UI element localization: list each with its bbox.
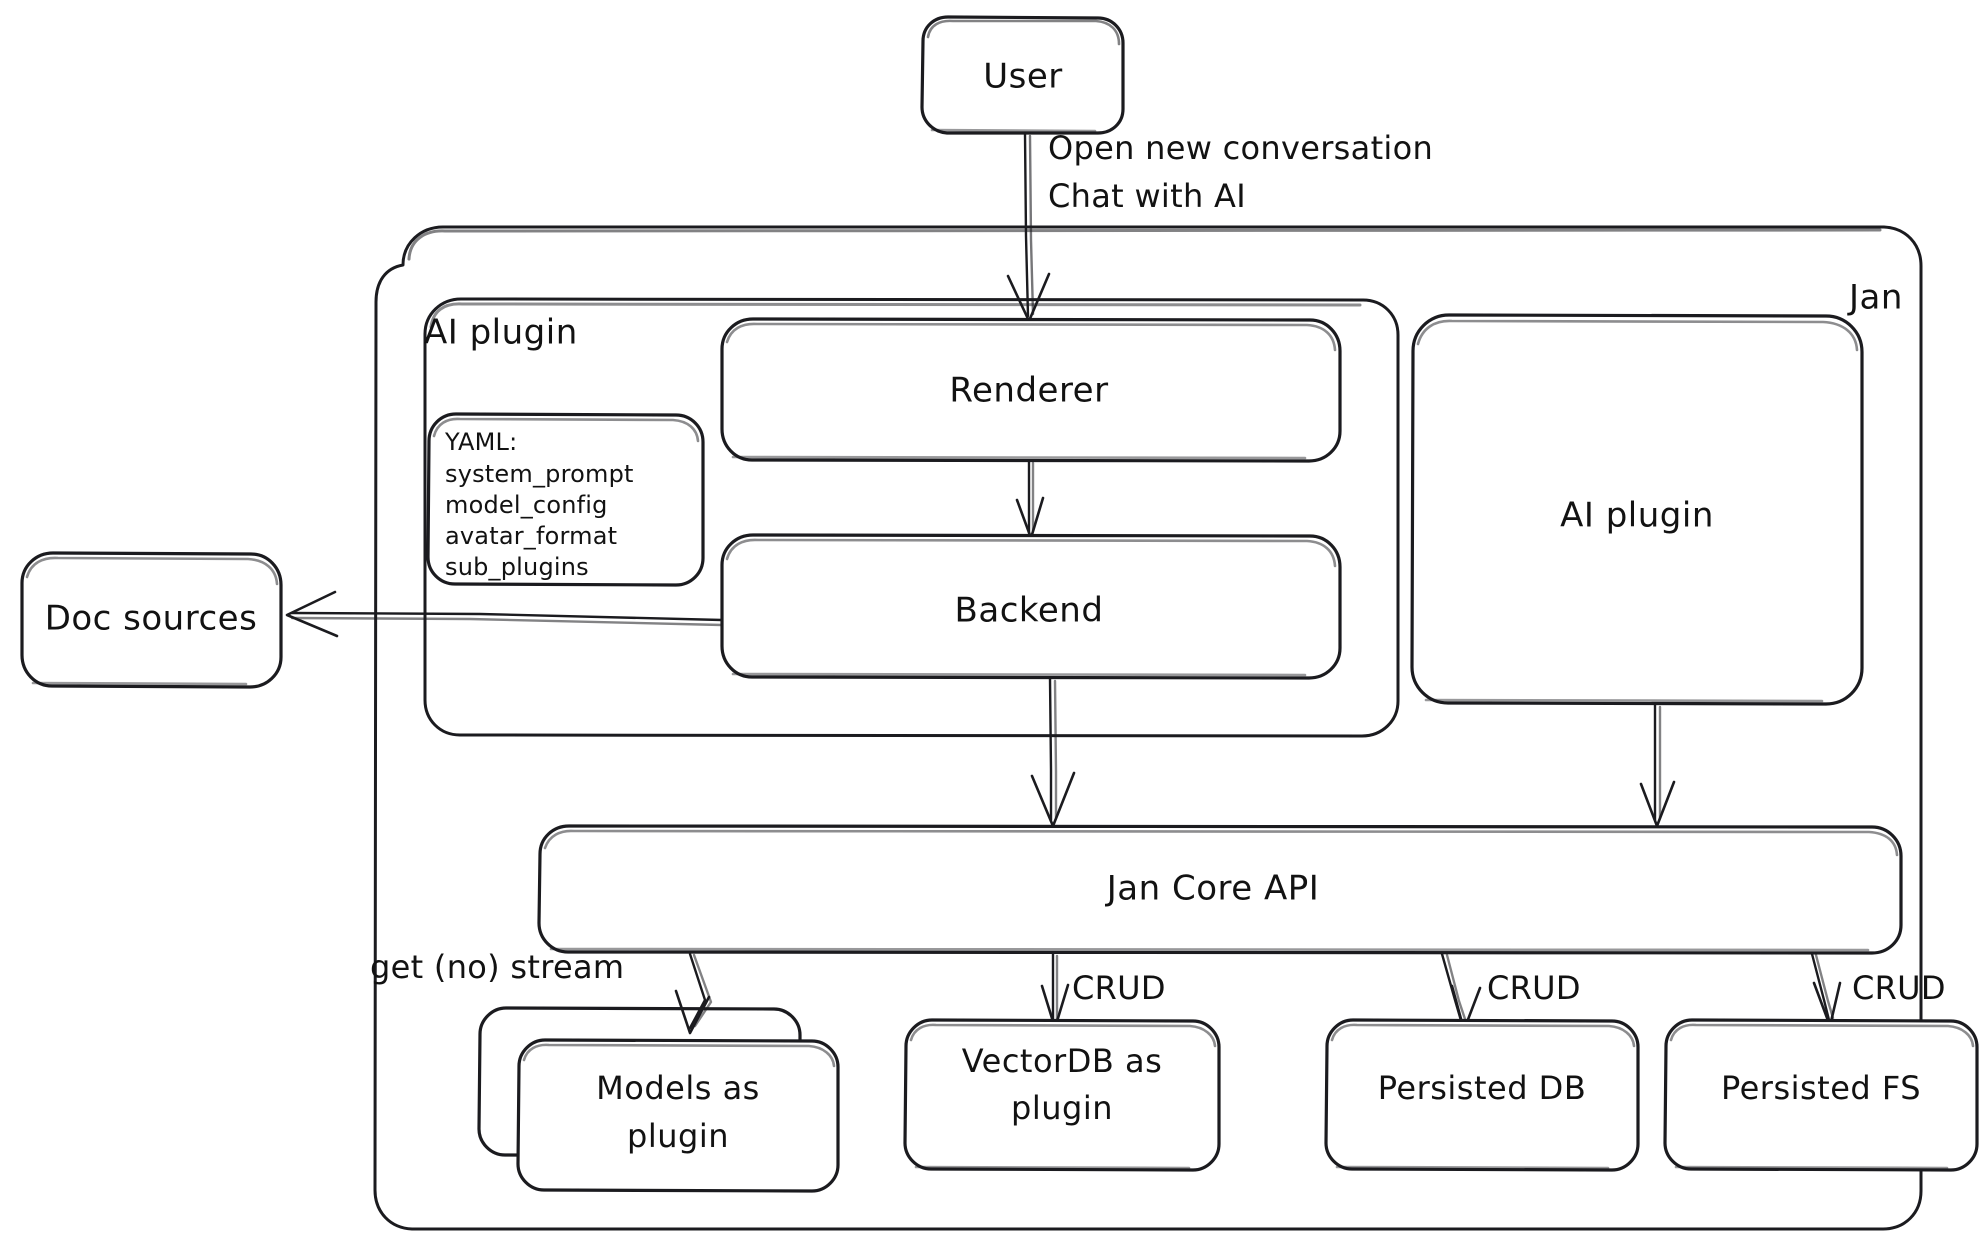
- container-jan-label: Jan: [1847, 278, 1903, 318]
- note-yaml-line-2: model_config: [445, 491, 608, 519]
- node-backend[interactable]: Backend: [720, 533, 1342, 680]
- edge-core-to-models: get (no) stream: [370, 948, 713, 1035]
- node-jan-core-api-label: Jan Core API: [1105, 869, 1320, 909]
- note-yaml-line-0: YAML:: [444, 428, 517, 456]
- note-yaml-line-3: avatar_format: [445, 522, 617, 550]
- edge-core-to-persisted-db-label: CRUD: [1487, 969, 1581, 1007]
- edge-user-to-renderer-label-line2: Chat with AI: [1048, 177, 1246, 215]
- edge-core-to-vectordb: CRUD: [1040, 952, 1166, 1030]
- node-vectordb-as-plugin[interactable]: VectorDB as plugin: [903, 1018, 1221, 1172]
- node-models-as-plugin-label-line2: plugin: [627, 1117, 729, 1155]
- edge-core-to-persisted-fs: CRUD: [1810, 952, 1946, 1028]
- container-ai-plugin-group: AI plugin: [423, 297, 1400, 738]
- container-ai-plugin-group-label: AI plugin: [424, 313, 578, 353]
- node-user[interactable]: User: [920, 15, 1125, 135]
- note-yaml-line-4: sub_plugins: [445, 553, 589, 581]
- note-yaml-config: YAML: system_prompt model_config avatar_…: [426, 412, 705, 587]
- edge-core-to-persisted-fs-label: CRUD: [1852, 969, 1946, 1007]
- node-persisted-fs[interactable]: Persisted FS: [1663, 1018, 1979, 1172]
- node-doc-sources[interactable]: Doc sources: [20, 551, 283, 689]
- edge-core-to-persisted-db: CRUD: [1440, 952, 1581, 1032]
- node-renderer-label: Renderer: [949, 371, 1108, 411]
- edge-user-to-renderer-label-line1: Open new conversation: [1048, 129, 1433, 167]
- node-backend-label: Backend: [955, 591, 1104, 631]
- edge-user-to-renderer: Open new conversation Chat with AI: [1006, 129, 1433, 323]
- edge-ai-plugin-to-core: [1639, 703, 1676, 828]
- node-vectordb-as-plugin-label-line1: VectorDB as: [962, 1042, 1163, 1080]
- node-ai-plugin-right[interactable]: AI plugin: [1410, 313, 1864, 706]
- edge-core-to-models-label: get (no) stream: [370, 948, 624, 986]
- node-user-label: User: [983, 57, 1063, 97]
- node-models-as-plugin-label-line1: Models as: [596, 1069, 760, 1107]
- node-jan-core-api[interactable]: Jan Core API: [537, 824, 1903, 955]
- node-persisted-fs-label: Persisted FS: [1721, 1069, 1921, 1107]
- node-vectordb-as-plugin-label-line2: plugin: [1011, 1089, 1113, 1127]
- edge-renderer-to-backend: [1015, 460, 1045, 540]
- node-persisted-db[interactable]: Persisted DB: [1324, 1018, 1640, 1172]
- edge-backend-to-core: [1030, 677, 1076, 828]
- edge-backend-to-doc-sources: [285, 590, 724, 638]
- node-doc-sources-label: Doc sources: [45, 599, 258, 639]
- edge-core-to-vectordb-label: CRUD: [1072, 969, 1166, 1007]
- node-persisted-db-label: Persisted DB: [1378, 1069, 1587, 1107]
- container-jan: Jan: [373, 225, 1923, 1231]
- node-ai-plugin-right-label: AI plugin: [1560, 496, 1714, 536]
- note-yaml-line-1: system_prompt: [445, 460, 634, 488]
- node-models-as-plugin[interactable]: Models as plugin: [477, 1006, 840, 1193]
- node-renderer[interactable]: Renderer: [720, 317, 1342, 463]
